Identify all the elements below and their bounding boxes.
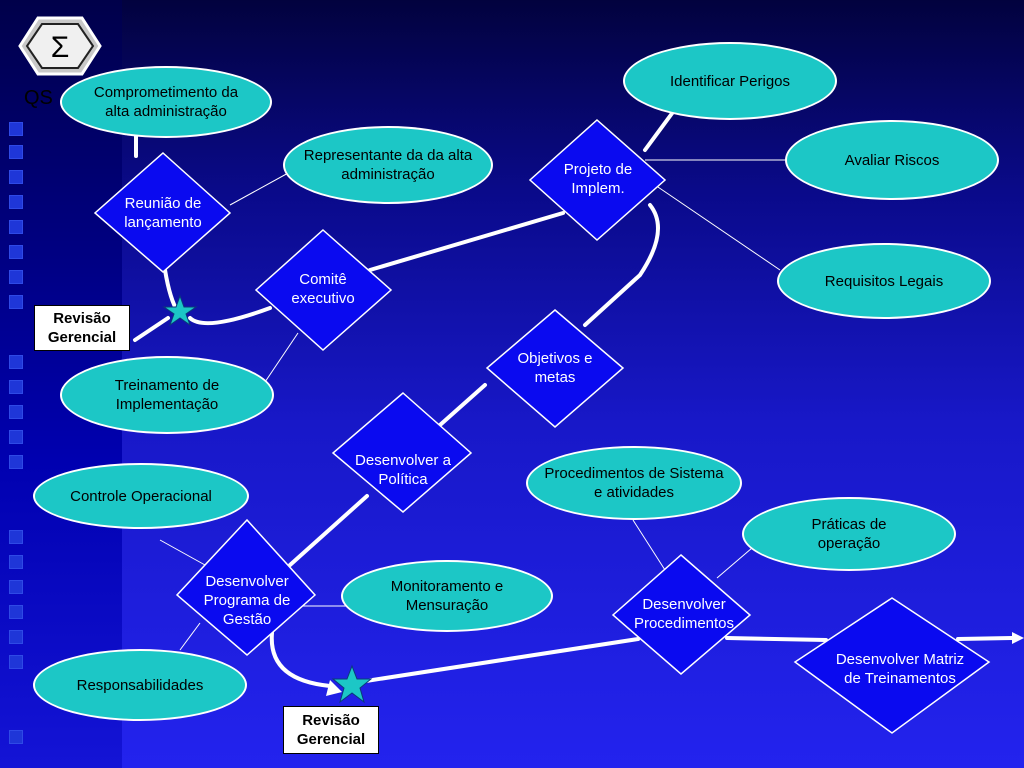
connector-responsabilidades bbox=[179, 622, 201, 651]
connector-treinamento bbox=[264, 332, 299, 383]
sidebar-square bbox=[9, 630, 23, 644]
connector-procedimentos-sistema bbox=[632, 519, 666, 571]
connector-requisitos bbox=[654, 184, 781, 271]
flow-programa-star bbox=[269, 631, 332, 688]
logo-symbol: Σ bbox=[51, 31, 70, 64]
diamond-reuniao bbox=[93, 151, 232, 273]
sidebar-square bbox=[9, 530, 23, 544]
sidebar-square bbox=[9, 455, 23, 469]
ellipse-avaliar: Avaliar Riscos bbox=[785, 120, 999, 200]
sidebar-square bbox=[9, 145, 23, 159]
flow-procedimentos-matriz bbox=[725, 636, 828, 642]
diamond-objetivos bbox=[485, 309, 625, 428]
flow-star-procedimentos bbox=[364, 637, 640, 683]
ellipse-monitoramento-label: Monitoramento e Mensuração bbox=[390, 578, 504, 614]
ellipse-responsabilidades: Responsabilidades bbox=[33, 649, 247, 721]
flow-objetivos-politica bbox=[438, 383, 487, 427]
sidebar-square bbox=[9, 730, 23, 744]
connector-praticas bbox=[716, 547, 753, 579]
flow-star-comite bbox=[188, 306, 272, 326]
ellipse-treinamento: Treinamento de Implementação bbox=[60, 356, 274, 434]
diamond-politica bbox=[331, 392, 473, 513]
logo-text: QS bbox=[24, 87, 53, 109]
revisao-gerencial-bottom-label: Revisão Gerencial bbox=[296, 712, 366, 748]
diamond-procedimentos bbox=[611, 554, 752, 675]
ellipse-identificar: Identificar Perigos bbox=[623, 42, 837, 120]
connector-controle bbox=[159, 539, 206, 566]
sidebar-square bbox=[9, 355, 23, 369]
sidebar-square bbox=[9, 605, 23, 619]
sidebar-square bbox=[9, 655, 23, 669]
sidebar-square bbox=[9, 580, 23, 594]
ellipse-representante-label: Representante da da alta administração bbox=[303, 147, 473, 183]
arrow-head-revisao-bottom bbox=[326, 680, 342, 696]
ellipse-requisitos: Requisitos Legais bbox=[777, 243, 991, 319]
sidebar-square bbox=[9, 245, 23, 259]
revisao-gerencial-box-bottom: Revisão Gerencial bbox=[283, 706, 379, 754]
arrow-head-right bbox=[1012, 632, 1024, 644]
sidebar-square bbox=[9, 295, 23, 309]
connector-representante bbox=[229, 171, 291, 206]
flow-projeto-identificar bbox=[643, 110, 675, 152]
revisao-gerencial-box-top: Revisão Gerencial bbox=[34, 305, 130, 351]
diamond-programa bbox=[175, 518, 317, 656]
sidebar-square bbox=[9, 195, 23, 209]
sidebar-square bbox=[9, 380, 23, 394]
flow-politica-programa bbox=[288, 494, 369, 567]
ellipse-procedimentos-sistema: Procedimentos de Sistema e atividades bbox=[526, 446, 742, 520]
flow-star-revisao bbox=[133, 316, 170, 342]
ellipse-representante: Representante da da alta administração bbox=[283, 126, 493, 204]
revisao-gerencial-top-label: Revisão Gerencial bbox=[47, 310, 117, 346]
sidebar-square bbox=[9, 122, 23, 136]
diamond-objetivos-label: Objetivos e metas bbox=[517, 350, 593, 386]
star-marker-bottom bbox=[331, 664, 373, 704]
logo-hexagon-inner bbox=[25, 23, 95, 69]
star-marker-top bbox=[162, 294, 198, 327]
diamond-comite-label: Comitê executivo bbox=[291, 271, 355, 307]
ellipse-praticas: Práticas de operação bbox=[742, 497, 956, 571]
diamond-reuniao-label: Reunião de lançamento bbox=[124, 195, 202, 231]
ellipse-treinamento-label: Treinamento de Implementação bbox=[114, 377, 220, 413]
sidebar-square bbox=[9, 220, 23, 234]
ellipse-praticas-label: Práticas de operação bbox=[811, 516, 887, 552]
flow-comite-projeto bbox=[368, 211, 565, 272]
sidebar-square bbox=[9, 430, 23, 444]
flow-projeto-objetivos bbox=[583, 203, 660, 327]
ellipse-controle: Controle Operacional bbox=[33, 463, 249, 529]
diamond-politica-label: Desenvolver a Política bbox=[355, 452, 451, 488]
ellipse-identificar-label: Identificar Perigos bbox=[669, 72, 791, 90]
ellipse-procedimentos-sistema-label: Procedimentos de Sistema e atividades bbox=[544, 465, 724, 501]
ellipse-controle-label: Controle Operacional bbox=[70, 487, 212, 505]
sidebar-square bbox=[9, 555, 23, 569]
diamond-programa-label: Desenvolver Programa de Gestão bbox=[203, 572, 291, 628]
ellipse-requisitos-label: Requisitos Legais bbox=[824, 272, 944, 290]
sidebar-square bbox=[9, 270, 23, 284]
diamond-projeto-label: Projeto de Implem. bbox=[563, 161, 633, 197]
diamond-matriz-label: Desenvolver Matriz de Treinamentos bbox=[835, 651, 965, 687]
ellipse-comprometimento-label: Comprometimento da alta administração bbox=[93, 84, 239, 120]
sidebar-square bbox=[9, 170, 23, 184]
ellipse-monitoramento: Monitoramento e Mensuração bbox=[341, 560, 553, 632]
ellipse-comprometimento: Comprometimento da alta administração bbox=[60, 66, 272, 138]
logo: Σ QS bbox=[18, 16, 102, 109]
diamond-matriz bbox=[793, 597, 991, 734]
diamond-procedimentos-label: Desenvolver Procedimentos bbox=[633, 596, 735, 632]
diamond-projeto bbox=[528, 118, 667, 242]
ellipse-responsabilidades-label: Responsabilidades bbox=[76, 676, 204, 694]
sidebar-square bbox=[9, 405, 23, 419]
ellipse-avaliar-label: Avaliar Riscos bbox=[844, 151, 940, 169]
flow-matriz-out bbox=[956, 636, 1014, 641]
diamond-comite bbox=[254, 228, 393, 352]
